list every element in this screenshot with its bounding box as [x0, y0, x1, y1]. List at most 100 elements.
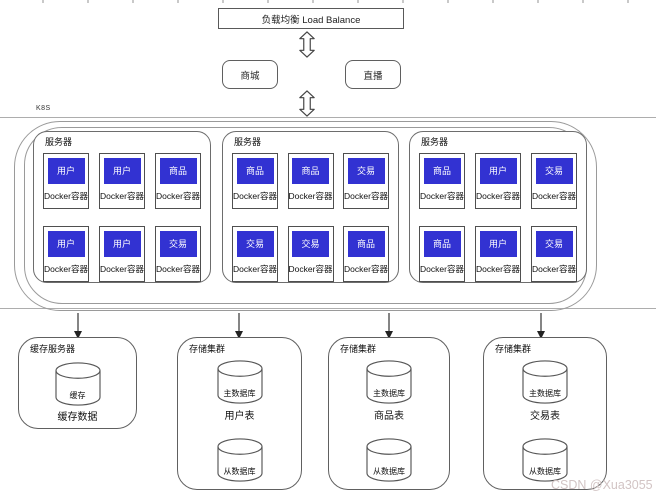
app-chip: 用户 [479, 231, 517, 257]
server-node-1: 服务器 用户 Docker容器 用户 Docker容器 商品 Docker容器 … [33, 131, 211, 283]
docker-container: 用户 Docker容器 [475, 226, 521, 282]
app-chip: 商品 [292, 158, 329, 184]
double-arrow-icon [296, 31, 318, 58]
docker-container: 交易 Docker容器 [155, 226, 201, 282]
docker-container: 交易 Docker容器 [343, 153, 389, 209]
service-node-live: 直播 [345, 60, 401, 89]
section-divider [0, 117, 656, 118]
app-chip: 用户 [103, 158, 141, 184]
server-node-3: 服务器 商品 Docker容器 用户 Docker容器 交易 Docker容器 … [409, 131, 587, 283]
docker-label: Docker容器 [532, 191, 576, 201]
docker-label: Docker容器 [344, 264, 388, 274]
app-chip: 交易 [159, 231, 197, 257]
app-chip: 交易 [535, 231, 573, 257]
docker-label: Docker容器 [476, 264, 520, 274]
cylinder-label: 从数据库 [373, 467, 405, 476]
docker-container: 交易 Docker容器 [287, 226, 334, 282]
app-chip: 交易 [236, 231, 274, 257]
docker-label: Docker容器 [100, 191, 144, 201]
server-label: 服务器 [421, 137, 449, 147]
load-balancer-label: 负载均衡 Load Balance [261, 14, 361, 26]
docker-container: 商品 Docker容器 [155, 153, 201, 209]
docker-container: 商品 Docker容器 [287, 153, 334, 209]
docker-container: 用户 Docker容器 [43, 226, 89, 282]
storage-caption: 缓存数据 [57, 412, 98, 423]
section-divider [0, 308, 656, 309]
database-cylinder-icon: 从数据库 [521, 438, 569, 482]
app-chip: 用户 [47, 231, 85, 257]
docker-label: Docker容器 [344, 191, 388, 201]
storage-group-label: 存储集群 [495, 344, 532, 354]
docker-label: Docker容器 [44, 191, 88, 201]
app-chip: 商品 [423, 158, 461, 184]
k8s-cluster-label: K8S [36, 105, 51, 112]
storage-group-user: 存储集群 主数据库 用户表 从数据库 [177, 337, 302, 490]
down-arrow-icon [536, 313, 546, 339]
service-label: 商城 [240, 70, 260, 82]
storage-group-label: 缓存服务器 [30, 344, 76, 354]
docker-label: Docker容器 [233, 191, 277, 201]
docker-label: Docker容器 [44, 264, 88, 274]
cylinder-label: 从数据库 [529, 467, 561, 476]
database-cylinder-icon: 主数据库 [216, 360, 264, 404]
cylinder-label: 从数据库 [223, 467, 256, 476]
down-arrow-icon [234, 313, 244, 339]
server-label: 服务器 [45, 137, 73, 147]
double-arrow-icon [296, 90, 318, 117]
docker-label: Docker容器 [420, 191, 464, 201]
storage-caption: 用户表 [224, 411, 255, 422]
app-chip: 交易 [292, 231, 329, 257]
docker-label: Docker容器 [420, 264, 464, 274]
docker-container: 交易 Docker容器 [531, 226, 577, 282]
docker-label: Docker容器 [156, 264, 200, 274]
app-chip: 商品 [423, 231, 461, 257]
docker-label: Docker容器 [156, 191, 200, 201]
app-chip: 商品 [236, 158, 274, 184]
app-chip: 商品 [347, 231, 385, 257]
storage-group-cache: 缓存服务器 缓存 缓存数据 [18, 337, 137, 429]
cylinder-label: 主数据库 [373, 389, 405, 398]
docker-container: 商品 Docker容器 [419, 153, 465, 209]
docker-container: 商品 Docker容器 [419, 226, 465, 282]
docker-container: 商品 Docker容器 [232, 153, 278, 209]
database-cylinder-icon: 缓存 [54, 362, 102, 406]
app-chip: 交易 [347, 158, 385, 184]
docker-label: Docker容器 [233, 264, 277, 274]
storage-caption: 交易表 [530, 411, 560, 422]
docker-container: 用户 Docker容器 [475, 153, 521, 209]
cylinder-label: 主数据库 [223, 389, 256, 398]
app-chip: 用户 [479, 158, 517, 184]
service-label: 直播 [363, 70, 383, 82]
docker-label: Docker容器 [532, 264, 576, 274]
database-cylinder-icon: 主数据库 [521, 360, 569, 404]
docker-container: 商品 Docker容器 [343, 226, 389, 282]
storage-caption: 商品表 [374, 411, 404, 422]
storage-group-label: 存储集群 [340, 344, 377, 354]
docker-container: 用户 Docker容器 [99, 226, 145, 282]
docker-container: 交易 Docker容器 [232, 226, 278, 282]
app-chip: 用户 [47, 158, 85, 184]
storage-group-product: 存储集群 主数据库 商品表 从数据库 [328, 337, 450, 490]
load-balancer-node: 负载均衡 Load Balance [218, 8, 404, 29]
app-chip: 商品 [159, 158, 197, 184]
app-chip: 用户 [103, 231, 141, 257]
database-cylinder-icon: 从数据库 [216, 438, 264, 482]
docker-container: 交易 Docker容器 [531, 153, 577, 209]
storage-group-label: 存储集群 [189, 344, 226, 354]
clipped-edge-ticks [42, 0, 656, 3]
docker-label: Docker容器 [100, 264, 144, 274]
k8s-cluster-outline-outer [14, 121, 597, 311]
down-arrow-icon [73, 313, 83, 339]
down-arrow-icon [384, 313, 394, 339]
app-chip: 交易 [535, 158, 573, 184]
service-node-mall: 商城 [222, 60, 278, 89]
docker-label: Docker容器 [288, 191, 333, 201]
cylinder-label: 主数据库 [529, 389, 561, 398]
storage-group-transaction: 存储集群 主数据库 交易表 从数据库 [483, 337, 607, 490]
csdn-watermark: CSDN @Xua3055 [551, 478, 653, 492]
docker-container: 用户 Docker容器 [99, 153, 145, 209]
server-label: 服务器 [234, 137, 262, 147]
server-node-2: 服务器 商品 Docker容器 商品 Docker容器 交易 Docker容器 … [222, 131, 399, 283]
docker-container: 用户 Docker容器 [43, 153, 89, 209]
